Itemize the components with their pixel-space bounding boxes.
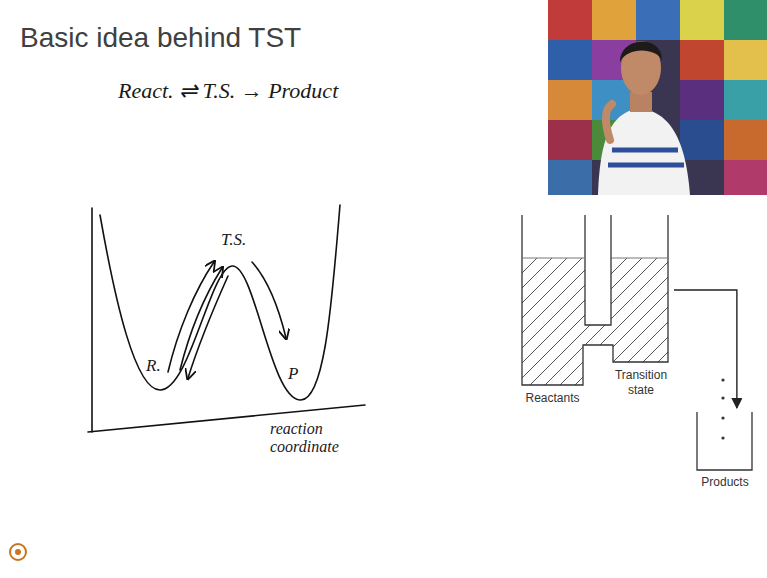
tank-label: Products xyxy=(701,475,748,490)
tank-model xyxy=(522,215,752,470)
tank-box: Transition state xyxy=(608,212,674,398)
tank-box: Products xyxy=(692,408,758,490)
tank-box: Reactants xyxy=(515,212,590,406)
lecturer-photo xyxy=(548,0,767,195)
institute-logo xyxy=(10,544,26,560)
tank-label: Transition state xyxy=(608,368,674,398)
energy-profile xyxy=(88,205,365,432)
axis-label: reaction coordinate xyxy=(270,420,360,457)
flow-arrow xyxy=(674,290,737,408)
slide-title: Basic idea behind TST xyxy=(20,22,301,54)
reaction-equation: React. ⇌ T.S. → Product xyxy=(118,78,338,103)
transition-state-label: T.S. xyxy=(221,230,246,250)
reactant-label: R. xyxy=(146,356,161,376)
product-label: P xyxy=(288,364,298,384)
tank-label: Reactants xyxy=(525,391,579,406)
